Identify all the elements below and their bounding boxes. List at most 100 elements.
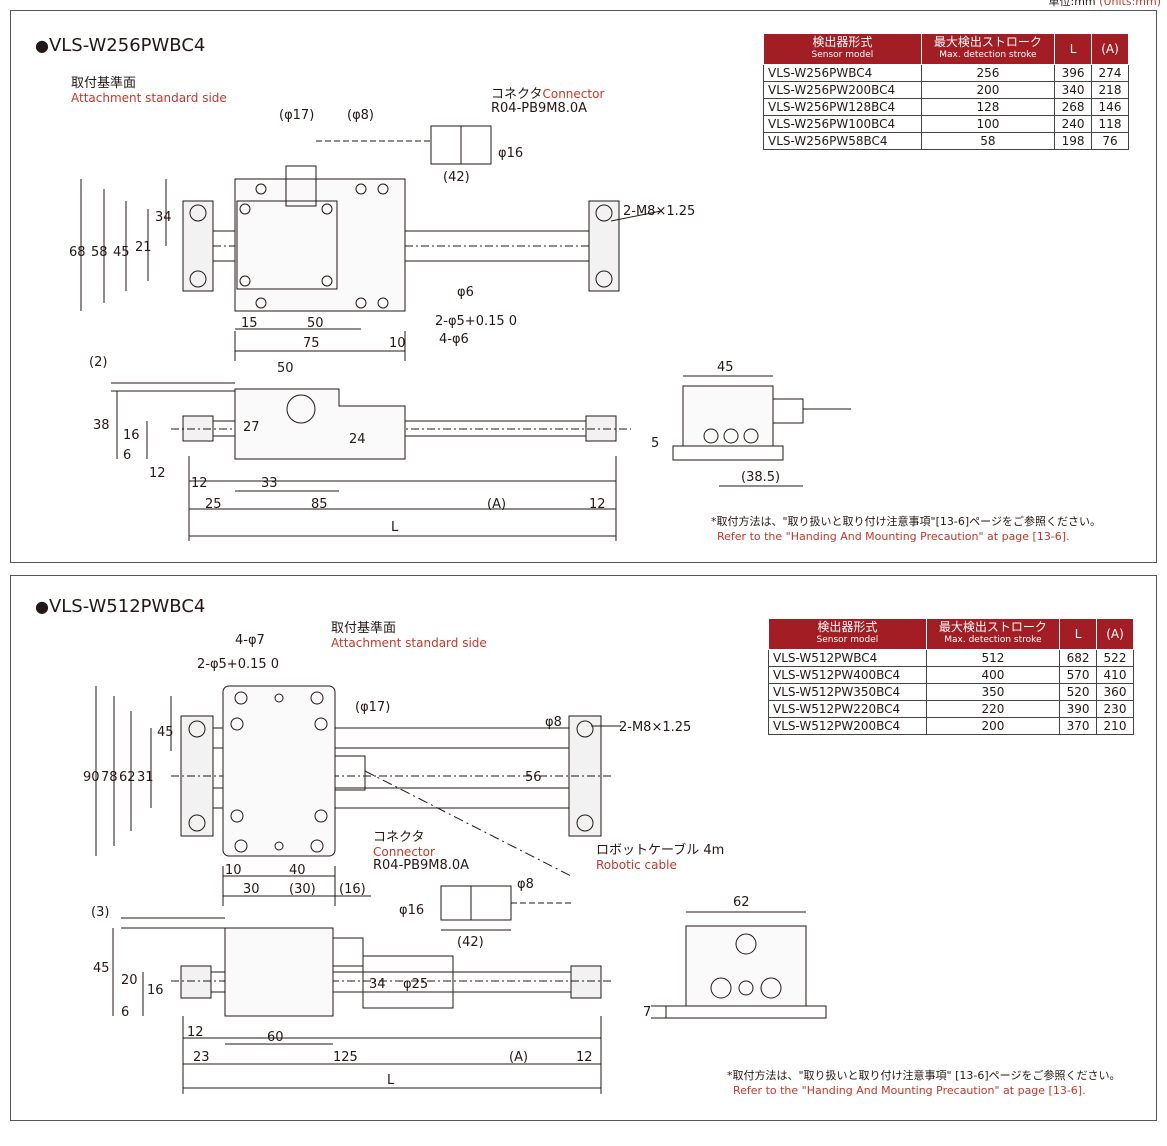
dim-3: (3)	[91, 905, 109, 920]
dim-10: 10	[389, 336, 406, 351]
dim-50b: 50	[277, 361, 294, 376]
dim-31: 31	[137, 770, 154, 785]
dim-45b: 45	[93, 961, 110, 976]
dim-38-5: (38.5)	[741, 470, 780, 485]
dim-78: 78	[101, 770, 118, 785]
dim-34: 34	[369, 977, 386, 992]
dim-45: 45	[113, 245, 130, 260]
dim-phi8: φ8	[545, 715, 562, 730]
dim-21: 21	[135, 240, 152, 255]
dim-62: 62	[119, 770, 136, 785]
dim-phi16: φ16	[399, 903, 424, 918]
dim-42: (42)	[443, 170, 470, 185]
dim-12b: 12	[576, 1050, 593, 1065]
dim-45b: 45	[717, 360, 734, 375]
dim-58: 58	[91, 245, 108, 260]
dim-m8: 2-M8×1.25	[623, 204, 695, 219]
dim-85: 85	[311, 497, 328, 512]
dim-l: L	[387, 1073, 395, 1088]
col-l: L	[1059, 618, 1098, 650]
dim-phi25: φ25	[403, 977, 428, 992]
col-a: (A)	[1096, 618, 1134, 650]
dim-2-phi5: 2-φ5+0.15 0	[435, 314, 517, 329]
dim-68: 68	[69, 245, 86, 260]
dim-phi17: (φ17)	[355, 700, 390, 715]
dim-15: 15	[241, 316, 258, 331]
dim-12a: 12	[187, 1025, 204, 1040]
dim-56: 56	[525, 770, 542, 785]
dim-125: 125	[333, 1050, 358, 1065]
dim-phi6: φ6	[457, 285, 474, 300]
dim-25: 25	[205, 497, 222, 512]
dim-27: 27	[243, 420, 260, 435]
dim-30: 30	[243, 882, 260, 897]
dim-34: 34	[155, 210, 172, 225]
panel-title: ●VLS-W256PWBC4	[35, 35, 206, 56]
dim-45: 45	[157, 725, 174, 740]
dim-60: 60	[267, 1030, 284, 1045]
dim-38: 38	[93, 418, 110, 433]
dim-16: 16	[123, 428, 140, 443]
col-l: L	[1054, 33, 1093, 65]
dim-24: 24	[349, 432, 366, 447]
mounting-note: *取付方法は、"取り扱いと取り付け注意事項"[13-6]ページをご参照ください。…	[711, 515, 1101, 543]
dim-phi17: (φ17)	[279, 108, 314, 123]
dim-62b: 62	[733, 895, 750, 910]
dim-2: (2)	[89, 355, 107, 370]
dim-90: 90	[83, 770, 100, 785]
dim-6: 6	[121, 1005, 129, 1020]
dim-phi8: (φ8)	[347, 108, 374, 123]
dim-42: (42)	[457, 935, 484, 950]
units-label: 単位:mm (Units:mm)	[1048, 0, 1161, 8]
dim-phi16: φ16	[498, 146, 523, 161]
drawing-vls-w256: (φ17) (φ8) φ16 (42) 2-M8×1.25 68 58 45 3…	[69, 108, 851, 541]
dim-30p: (30)	[289, 882, 316, 897]
dim-20: 20	[121, 973, 138, 988]
dim-75: 75	[303, 336, 320, 351]
dim-23: 23	[193, 1050, 210, 1065]
dim-2-phi5: 2-φ5+0.15 0	[197, 657, 279, 672]
dim-5: 5	[651, 436, 659, 451]
dim-40: 40	[289, 863, 306, 878]
dim-a: (A)	[487, 497, 506, 512]
dim-m8: 2-M8×1.25	[619, 720, 691, 735]
mounting-note: *取付方法は、"取り扱いと取り付け注意事項" [13-6]ページをご参照ください…	[727, 1069, 1121, 1097]
dim-a: (A)	[509, 1050, 528, 1065]
dim-10: 10	[225, 863, 242, 878]
dim-4-phi7: 4-φ7	[235, 633, 265, 648]
dim-4-phi6: 4-φ6	[439, 332, 469, 347]
dim-12b: 12	[191, 476, 208, 491]
dim-12c: 12	[589, 497, 606, 512]
dim-l: L	[391, 520, 399, 535]
dim-16p: (16)	[339, 882, 366, 897]
drawing-vls-w512: 4-φ7 2-φ5+0.15 0 (φ17) φ8 2-M8×1.25 90 7…	[83, 633, 827, 1094]
dim-16: 16	[147, 983, 164, 998]
dim-12a: 12	[149, 466, 166, 481]
dim-33: 33	[261, 476, 278, 491]
dim-7: 7	[643, 1005, 651, 1020]
dim-6: 6	[123, 448, 131, 463]
dim-50: 50	[307, 316, 324, 331]
panel-title: ●VLS-W512PWBC4	[35, 596, 206, 617]
dim-phi8b: φ8	[517, 877, 534, 892]
